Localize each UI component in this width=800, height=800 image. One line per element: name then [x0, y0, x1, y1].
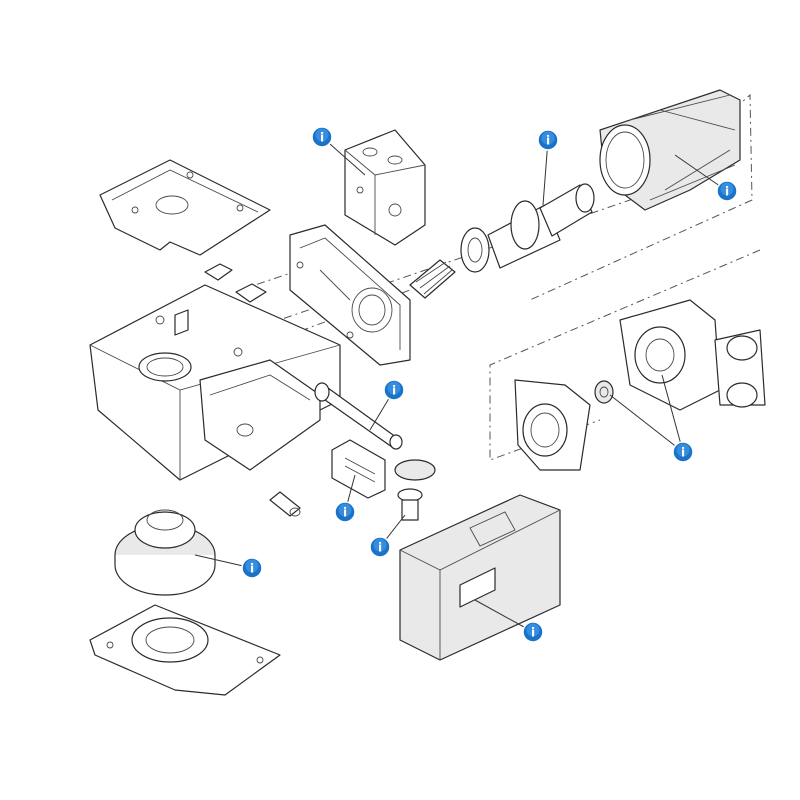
- terminal-clips: [204, 263, 267, 303]
- info-buttons: i i i i i i i i i: [241, 126, 738, 643]
- info-icon-highlight: [338, 503, 352, 517]
- info-icon-highlight: [526, 623, 540, 637]
- coupling-pin: [269, 491, 301, 517]
- info-icon-highlight: [720, 182, 734, 196]
- drive-gear: [114, 509, 216, 596]
- idler-roller-assembly-part: [619, 299, 766, 411]
- info-icon-highlight: [541, 131, 555, 145]
- info-glyph: i: [546, 134, 550, 148]
- info-button-drive-shaft[interactable]: i: [383, 379, 405, 401]
- info-icon-highlight: [315, 128, 329, 142]
- gear-cluster-part: [394, 459, 436, 521]
- info-button-junction-box[interactable]: i: [311, 126, 333, 148]
- pinion-gear-part: [594, 380, 614, 404]
- gearbox-body: [89, 284, 341, 481]
- worm-shaft-assembly-part: [409, 183, 595, 299]
- leader-lines: [194, 136, 728, 633]
- info-icon-highlight: [373, 538, 387, 552]
- gasket-plate: [99, 159, 271, 256]
- info-button-limit-switch-bracket[interactable]: i: [334, 501, 356, 523]
- junction-box-part: [344, 129, 426, 246]
- info-glyph: i: [392, 384, 396, 398]
- drive-shaft-part: [314, 382, 403, 450]
- info-icon-highlight: [387, 381, 401, 395]
- info-glyph: i: [250, 562, 254, 576]
- info-icon-highlight: [676, 443, 690, 457]
- end-flange-plate: [514, 379, 591, 471]
- info-glyph: i: [378, 541, 382, 555]
- info-button-motor-housing[interactable]: i: [716, 180, 738, 202]
- info-button-worm-shaft-assembly[interactable]: i: [537, 129, 559, 151]
- cover-plate-part: [399, 494, 561, 661]
- info-icon-highlight: [245, 559, 259, 573]
- info-glyph: i: [320, 131, 324, 145]
- info-button-pinion-gear[interactable]: i: [369, 536, 391, 558]
- limit-switch-bracket-part: [331, 439, 386, 499]
- mounting-flange-plate: [289, 224, 411, 366]
- info-button-cover-plate[interactable]: i: [522, 621, 544, 643]
- base-plate: [89, 604, 281, 696]
- info-glyph: i: [681, 446, 685, 460]
- info-glyph: i: [343, 506, 347, 520]
- info-button-gear-cluster[interactable]: i: [672, 441, 694, 463]
- info-glyph: i: [725, 185, 729, 199]
- info-glyph: i: [531, 626, 535, 640]
- info-button-idler-roller-assembly[interactable]: i: [241, 557, 263, 579]
- motor-housing-part: [599, 89, 741, 211]
